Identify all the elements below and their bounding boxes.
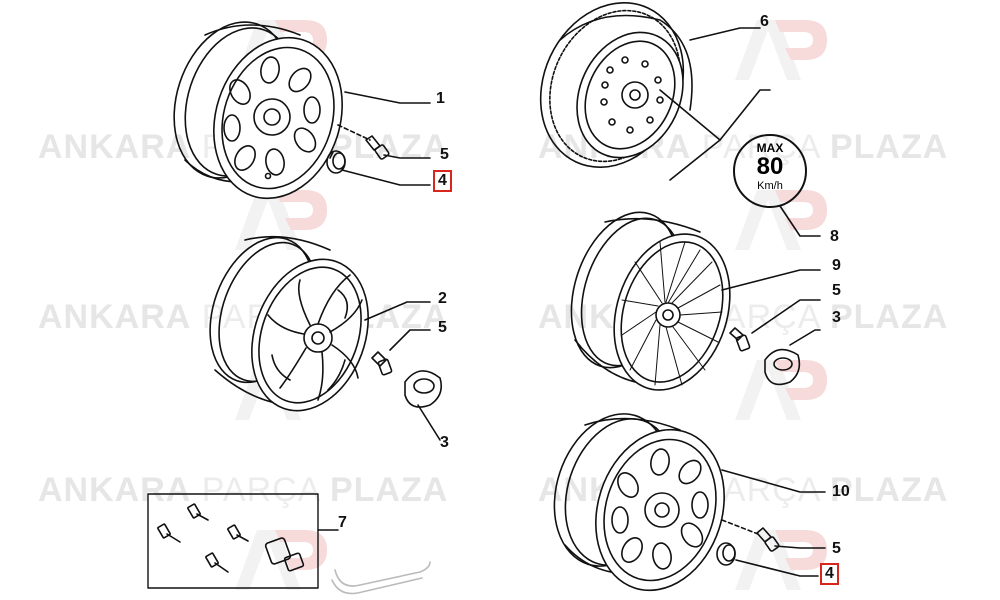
callout-6: 6 [760,13,769,30]
callout-5-top: 5 [440,146,449,163]
callout-10: 10 [832,483,850,500]
callout-3-left: 3 [440,434,449,451]
callout-4-bottom[interactable]: 4 [820,563,839,585]
callout-7: 7 [338,514,347,531]
center-cap-3-drawing [764,348,801,386]
bolt-2-drawing [371,351,393,376]
center-cap-2-drawing [404,370,443,408]
speed-sign-max-label: MAX [756,141,784,155]
wheel-9-drawing [570,211,731,391]
callout-5-mid-left: 5 [438,319,447,336]
bolt-kit-drawing [147,493,431,595]
callout-5-mid-right: 5 [832,282,841,299]
center-cap-1-drawing [326,150,346,174]
callout-5-bottom: 5 [832,540,841,557]
callout-8: 8 [830,228,839,245]
callout-2: 2 [438,290,447,307]
bolt-3-drawing [729,327,751,352]
speed-limit-sign: MAX 80 Km/h [733,134,807,208]
bolt-1-drawing [365,135,390,160]
wheel-1-drawing [173,21,343,200]
wheel-6-tyre-drawing [539,1,693,169]
center-cap-4-drawing [716,542,736,566]
speed-sign-unit: Km/h [757,180,783,192]
watermark-row-3-left: ANKARA PARÇA PLAZA [38,471,449,509]
wheel-10-drawing [553,413,725,592]
bolt-4-drawing [756,527,780,552]
wheel-2-drawing [209,235,369,412]
callout-4-top[interactable]: 4 [433,170,452,192]
callout-3-right: 3 [832,309,841,326]
callout-1: 1 [436,90,445,107]
callout-9: 9 [832,257,841,274]
speed-sign-value: 80 [756,153,784,180]
